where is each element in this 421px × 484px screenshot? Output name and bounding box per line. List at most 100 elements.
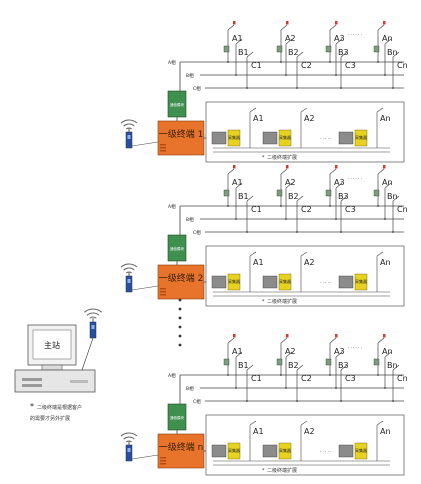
primary-terminal: 一级终端 n	[157, 433, 205, 469]
continuation-dot	[178, 325, 182, 329]
bus-junction	[335, 218, 337, 220]
continuation-dot	[178, 334, 182, 338]
bus-junction	[377, 61, 379, 63]
b-phase-switch-3	[335, 182, 343, 220]
terminal-detail	[160, 457, 166, 459]
flag-marker	[233, 165, 236, 169]
primary-terminal: 一级终端 2	[157, 264, 205, 300]
b-phase-label-4: Bn	[387, 361, 398, 370]
continuation-dot	[178, 298, 182, 302]
collector-unit	[278, 273, 292, 291]
bus-junction	[296, 231, 298, 233]
terminal-box	[157, 433, 205, 469]
collector-label: 采集器	[279, 134, 291, 140]
wireless-signal-icon	[120, 263, 138, 274]
bus-junction	[235, 387, 237, 389]
signal-arc	[86, 312, 100, 316]
switch-blade	[227, 337, 235, 344]
bus-junction	[384, 387, 386, 389]
terminal-detail	[160, 147, 166, 149]
meter-unit	[211, 275, 227, 289]
collector-unit	[354, 129, 368, 147]
c-phase-switch-3	[340, 51, 348, 89]
b-phase-switch-2	[285, 38, 293, 76]
switch-blade	[280, 24, 288, 31]
bus-junction	[227, 205, 229, 207]
secondary-switch	[249, 251, 257, 257]
phase-label-a: A相	[168, 203, 176, 210]
module-label: 通信模块	[170, 415, 184, 420]
note-line-2: 的需要才另外扩展	[30, 415, 70, 422]
master-link	[81, 337, 94, 371]
collector-label: 采集器	[228, 134, 240, 140]
switch-blade	[235, 182, 243, 189]
signal-arc	[83, 308, 102, 313]
a-phase-label-2: A2	[285, 34, 296, 43]
secondary-switch	[249, 420, 257, 426]
collector-unit	[227, 273, 241, 291]
bus-junction	[329, 374, 331, 376]
bus-junction	[235, 218, 237, 220]
phase-label-a: A相	[168, 59, 176, 66]
secondary-meter-label-1: A1	[253, 258, 264, 267]
continuation-dot	[178, 307, 182, 311]
secondary-switch	[300, 107, 308, 113]
secondary-meter-label-2: A2	[304, 258, 315, 267]
c-phase-switch-2	[296, 195, 304, 233]
secondary-meter-label-3: An	[380, 427, 391, 436]
signal-arc	[125, 440, 133, 443]
bus-junction	[280, 374, 282, 376]
b-phase-label-4: Bn	[387, 192, 398, 201]
bus-junction	[335, 74, 337, 76]
terminal-detail	[160, 294, 166, 296]
master-label: 主站	[44, 340, 60, 350]
bus-junction	[246, 87, 248, 89]
antenna-link	[131, 285, 159, 291]
meter-unit	[262, 275, 278, 289]
c-phase-switch-3	[340, 195, 348, 233]
c-phase-label-2: C2	[301, 61, 312, 70]
switch-blade	[392, 364, 400, 371]
signal-arc	[120, 432, 138, 437]
b-phase-switch-4	[384, 38, 392, 76]
a-dots: · · · · · ·	[348, 345, 362, 350]
comm-module: 通信模块	[167, 403, 187, 431]
bus-junction	[280, 205, 282, 207]
meter-box	[373, 45, 380, 53]
switch-blade	[377, 337, 385, 344]
phase-label-b: B相	[186, 385, 194, 392]
c-phase-label-2: C2	[301, 205, 312, 214]
signal-arc	[125, 271, 133, 274]
bus-junction	[340, 231, 342, 233]
switch-blade	[384, 182, 392, 189]
ext-note-text: 二级终端扩展	[267, 298, 297, 305]
module-label: 通信模块	[170, 246, 184, 251]
switch-blade	[384, 38, 392, 45]
c-phase-switch-1	[246, 51, 254, 89]
terminal-detail	[160, 463, 166, 465]
meter-unit	[338, 275, 354, 289]
collector-label: 采集器	[279, 278, 291, 284]
ext-note-star: *	[262, 299, 265, 305]
disk-slot	[22, 384, 42, 387]
comm-module: 通信模块	[167, 90, 187, 118]
meter-box	[325, 45, 332, 53]
collector-label: 采集器	[355, 278, 367, 284]
primary-terminal: 一级终端 1	[157, 120, 205, 156]
secondary-meter-label-1: A1	[253, 427, 264, 436]
b-phase-switch-3	[335, 351, 343, 389]
switch-blade	[340, 364, 348, 371]
b-phase-label-3: B3	[338, 192, 349, 201]
bus-junction	[335, 387, 337, 389]
meter-box	[223, 358, 230, 366]
terminal-label: 一级终端 2	[159, 272, 204, 284]
collector-label: 采集器	[228, 278, 240, 284]
bus-junction	[392, 87, 394, 89]
terminal-detail	[160, 460, 166, 462]
comm-module: 通信模块	[167, 234, 187, 262]
antenna-module-icon	[125, 128, 133, 149]
